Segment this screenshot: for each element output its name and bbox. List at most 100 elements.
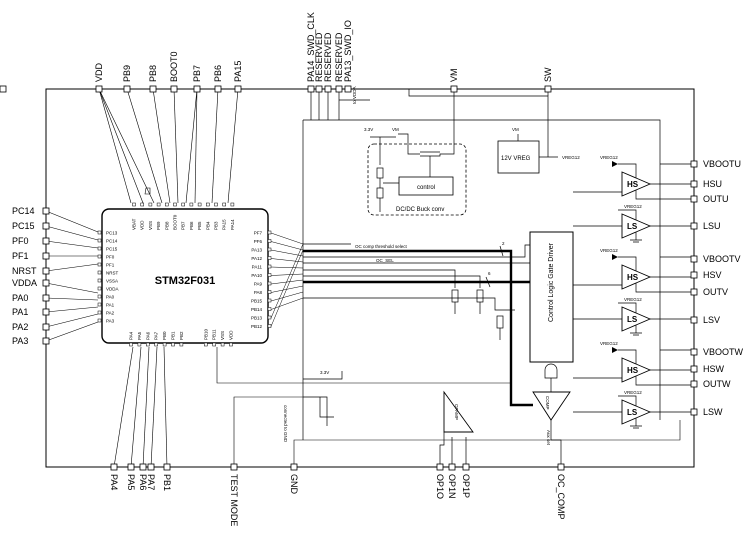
mcu-pin-label: PB3: [214, 221, 219, 230]
opamp: [443, 390, 474, 433]
mcu-pin-label: PB10: [203, 328, 208, 340]
pin-pad: [307, 85, 315, 93]
pin-label-left: PA2: [12, 322, 28, 332]
mcu-pin-label: PB11: [212, 329, 217, 340]
pin-label-right: HSV: [703, 270, 722, 280]
mcu-pin-label: PA3: [106, 319, 115, 324]
mcu-pin-label: PA4: [129, 331, 134, 340]
pin-pad: [448, 463, 456, 471]
pin-pad: [230, 463, 238, 471]
pin-label-left: VDDA: [12, 278, 37, 288]
pin-pad: [214, 85, 222, 93]
pin-label-top: VM: [449, 69, 459, 83]
buck-control: [398, 176, 454, 196]
pin-label-right: LSW: [703, 407, 723, 417]
mcu-pin-label: VBAT: [132, 218, 137, 230]
mcu-pin-marker: [189, 202, 194, 207]
hs-label: HS: [627, 366, 639, 375]
mcu-pin-marker: [267, 298, 272, 303]
pin-label-bottom: OC_COMP: [556, 474, 566, 520]
mcu-pin-marker: [204, 342, 208, 347]
mcu-pin-marker: [97, 278, 102, 283]
pin-pad: [690, 380, 698, 388]
pin-pad: [315, 85, 323, 93]
pin-pad: [690, 255, 698, 263]
pin-label-bottom: GND: [289, 474, 299, 495]
pin-pad: [42, 337, 50, 345]
bottom-wiring: [113, 346, 681, 468]
pin-pad: [450, 85, 458, 93]
mcu-pin-marker: [179, 342, 184, 347]
mcu-pin-label: PA10: [251, 273, 262, 278]
pin-label-left: PF0: [12, 236, 29, 246]
mcu-pin-marker: [97, 270, 102, 275]
pin-label-top: BOOT0: [169, 51, 179, 82]
mcu-pin-marker: [97, 318, 102, 323]
pin-pad: [42, 252, 50, 260]
pin-pad: [170, 85, 178, 93]
mcu-pin-marker: [173, 202, 177, 207]
pin-pad: [436, 463, 444, 471]
mcu-pin-marker: [97, 302, 102, 307]
opamp-label: OPAMP: [454, 404, 459, 420]
pin-pad: [690, 348, 698, 356]
mcu-pin-marker: [267, 239, 272, 243]
pin-pad: [690, 316, 698, 324]
mcu-pin-marker: [230, 202, 235, 207]
comp-label: COMP: [545, 396, 550, 410]
mcu-pin-marker: [171, 342, 175, 347]
buck-converter-block: [367, 143, 467, 216]
pin-pad: [42, 279, 50, 287]
v33-label-b: 3.3V: [320, 370, 329, 375]
pin-pad: [234, 85, 242, 93]
mcu-pin-label: PA0: [106, 295, 115, 300]
pin-pad: [290, 463, 298, 471]
mcu-pin-marker: [148, 202, 153, 207]
pin-label-top: VDD: [94, 62, 104, 82]
pin-label-top: RESERVED: [323, 32, 333, 82]
mcu-pin-label: VDDA: [106, 287, 119, 292]
pin-pad: [110, 463, 118, 471]
hs-label: HS: [627, 273, 639, 282]
pin-pad: [690, 365, 698, 373]
vreg-vm-label: VM: [512, 127, 519, 132]
v33-label-a: 3.3V: [364, 127, 373, 132]
pin-pad: [42, 207, 50, 215]
pin-label-left: PA1: [12, 307, 28, 317]
mcu-pin-marker: [140, 202, 144, 207]
mcu-pin-label: VSS: [220, 331, 225, 340]
mcu-pin-marker: [267, 307, 272, 311]
pin-label-right: VBOOTU: [703, 159, 741, 169]
mcu-pin-label: PB5: [197, 221, 202, 230]
mcu-pin-label: PB4: [205, 221, 210, 230]
pin-pad: [462, 463, 470, 471]
pin-pad: [690, 271, 698, 279]
mcu-pin-label: VSSA: [106, 279, 118, 284]
mcu-pin-label: PA7: [154, 331, 159, 340]
pin-label-bottom: PA7: [146, 474, 156, 490]
mcu-pin-label: PB15: [251, 299, 263, 304]
mcu-pin-marker: [197, 202, 202, 207]
mcu-pin-marker: [267, 230, 272, 235]
pin-label-bottom: TEST MODE: [229, 474, 239, 526]
pin-pad: [123, 85, 131, 93]
pin-pad: [163, 463, 171, 471]
mcu-pin-marker: [181, 202, 185, 207]
vreg12-tag: VREG12: [600, 248, 618, 253]
mcu-pin-label: PF0: [106, 255, 115, 260]
pin-label-top: PA14_SWD_CLK: [306, 12, 316, 82]
pin-pad: [193, 85, 201, 93]
comparator: [532, 391, 571, 421]
to-gnd-label: connected to GND: [283, 405, 288, 443]
vm-small-label: VM: [392, 127, 399, 132]
pin-pad: [127, 463, 135, 471]
mcu-pin-marker: [97, 262, 102, 267]
pin-label-bottom: PA4: [109, 474, 119, 490]
mcu-pin-label: BOOT0: [173, 214, 178, 230]
gate-driver-stages: HSVREG12LSVREG12HSVREG12LSVREG12HSVREG12…: [573, 155, 694, 429]
mcu-pin-label: PC13: [106, 231, 118, 236]
pin-label-top: PB8: [148, 65, 158, 82]
mcu-pin-label: VDD: [140, 220, 145, 230]
mcu-pin-marker: [97, 246, 102, 251]
pin-label-left: PC15: [12, 221, 35, 231]
